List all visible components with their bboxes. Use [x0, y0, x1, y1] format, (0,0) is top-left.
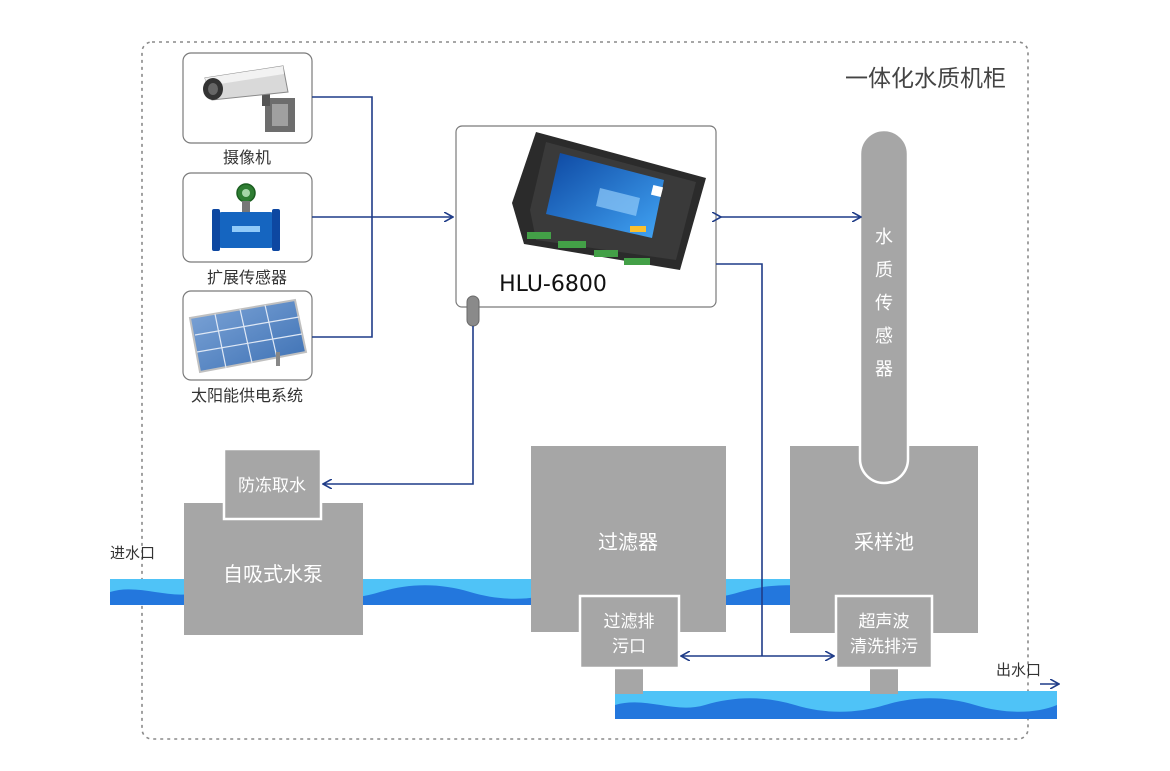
controller-antifreeze-link	[324, 326, 474, 484]
antifreeze-label: 防冻取水	[238, 476, 306, 496]
controller-model-label: HLU-6800	[499, 272, 607, 297]
camera-card: 摄像机	[182, 52, 313, 167]
sampling-pool-label: 采样池	[854, 530, 914, 554]
solar-card: 太阳能供电系统	[182, 290, 313, 405]
device-bus-lines	[312, 96, 452, 338]
water-sensor-char-3: 传	[875, 293, 893, 314]
pump-block	[184, 503, 363, 635]
ultrasonic-label-line1: 超声波	[859, 612, 910, 632]
water-sensor-char-4: 感	[875, 326, 893, 347]
cabinet-border	[141, 41, 1029, 740]
water-sensor-char-2: 质	[875, 260, 893, 281]
filter-drain-label-line1: 过滤排	[604, 612, 655, 632]
security-camera-icon	[203, 65, 295, 132]
cabinet-title: 一体化水质机柜	[845, 66, 1006, 92]
water-sensor-char-1: 水	[875, 227, 893, 248]
filter-label: 过滤器	[598, 530, 658, 554]
solar-panel-icon	[188, 298, 308, 374]
sensor-card: 扩展传感器	[182, 172, 313, 287]
flow-meter-icon	[212, 183, 280, 251]
filter-drain-label-line2: 污口	[612, 637, 646, 657]
filter-drain-block	[578, 594, 681, 670]
solar-label: 太阳能供电系统	[191, 386, 303, 405]
sensor-label: 扩展传感器	[207, 268, 287, 287]
controller-drain-trunk	[716, 263, 763, 656]
pump-label: 自吸式水泵	[223, 562, 323, 586]
controller-device-icon	[512, 132, 706, 270]
ultrasonic-drain-connector	[870, 666, 898, 694]
controller-port	[466, 295, 480, 327]
ultrasonic-label-line2: 清洗排污	[850, 637, 918, 657]
outlet-label: 出水口	[996, 661, 1041, 679]
antifreeze-block	[222, 447, 323, 521]
water-sensor-char-5: 器	[875, 359, 893, 380]
ultrasonic-block	[834, 594, 934, 670]
water-sensor-probe	[858, 128, 910, 485]
camera-label: 摄像机	[223, 148, 271, 167]
filter-drain-connector	[615, 666, 643, 694]
outlet-water-pipe	[615, 691, 1057, 719]
inlet-label: 进水口	[110, 544, 155, 562]
